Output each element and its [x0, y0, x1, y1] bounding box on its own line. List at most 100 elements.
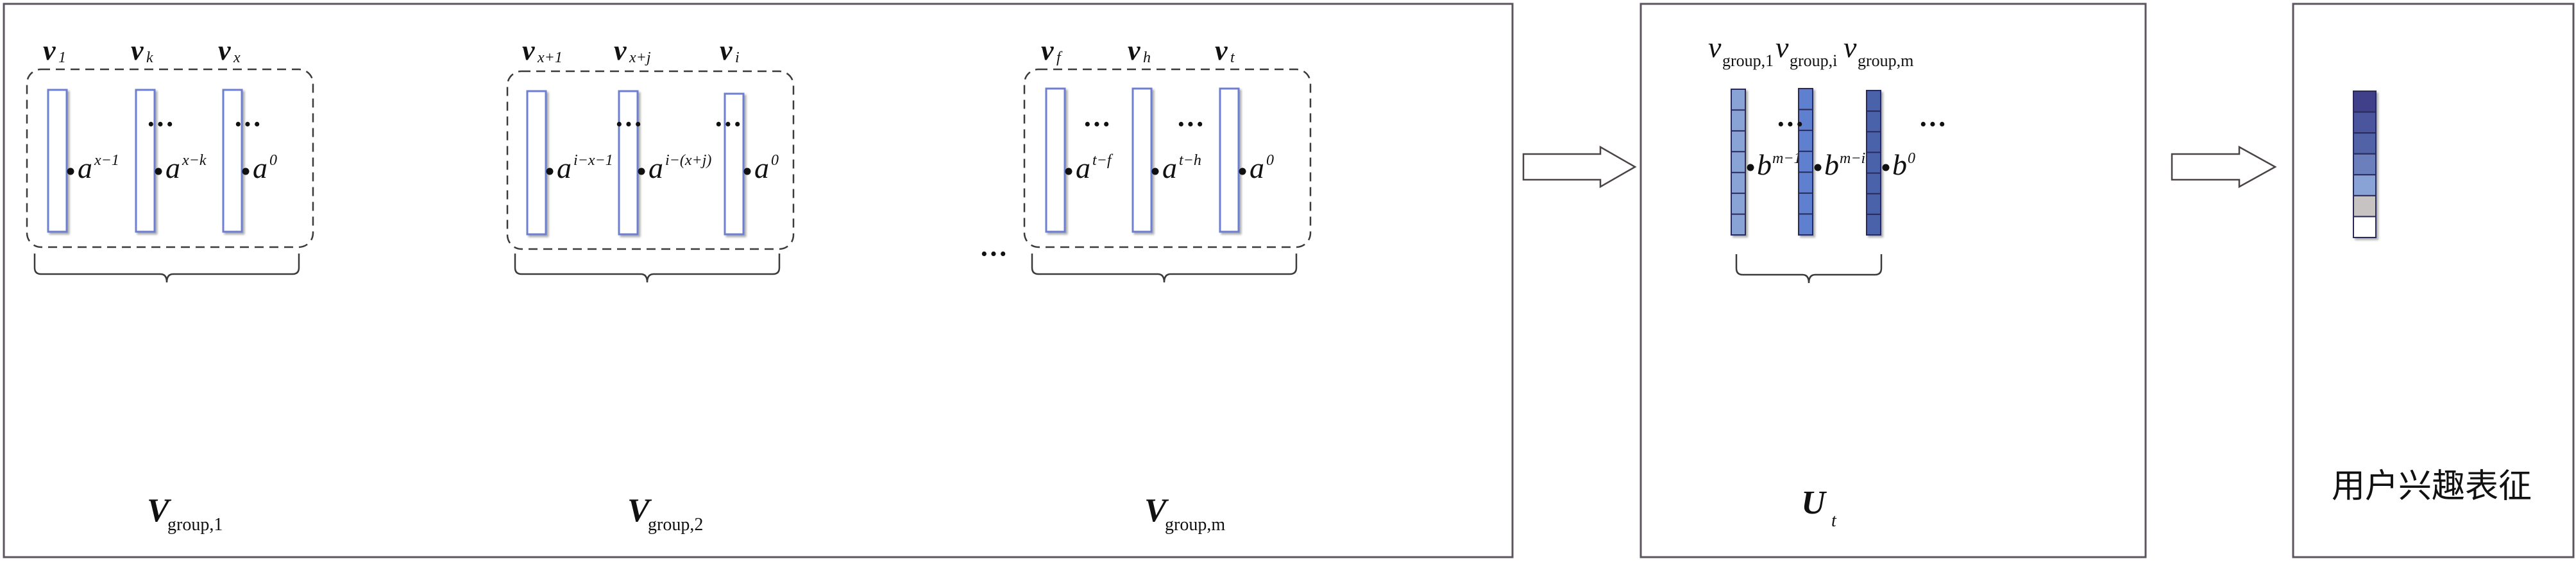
interest-cell [2353, 111, 2377, 134]
bullet-dot-icon [1814, 164, 1822, 171]
item-subscript: h [1143, 49, 1151, 66]
item-label: v [1215, 35, 1228, 66]
weight-exponent: t−h [1179, 152, 1201, 169]
ellipsis: ··· [614, 108, 643, 140]
ellipsis: ··· [233, 108, 262, 140]
bullet-dot-icon [1065, 168, 1072, 175]
weight-base: a [754, 151, 769, 184]
group-container [26, 68, 314, 248]
group-subscript: group,m [1165, 515, 1225, 535]
item-label: v [131, 35, 144, 66]
weight-base: a [1250, 151, 1264, 184]
item-subscript: x+j [629, 49, 651, 66]
user-interest-vector [2353, 91, 2377, 238]
weight-base: b [1757, 148, 1772, 181]
caption-user-interest: 用户兴趣表征 [2332, 467, 2532, 506]
vector-bar [1866, 90, 1881, 236]
item-vector [47, 89, 68, 233]
group-name: V [627, 492, 652, 529]
ellipsis: ··· [1083, 108, 1111, 140]
vector-label: v [1775, 31, 1789, 64]
bullet-dot-icon [638, 168, 645, 175]
bullet-dot-icon [155, 168, 162, 175]
vector-subscript: group,i [1790, 51, 1837, 70]
group-container [1023, 68, 1312, 248]
item-label: v [1128, 35, 1140, 66]
weight-base: a [253, 151, 267, 184]
bullet-dot-icon [546, 168, 554, 175]
weight-exponent: x−1 [94, 152, 119, 169]
item-label: v [720, 35, 733, 66]
item-label: v [614, 35, 627, 66]
interest-cell [2353, 91, 2377, 113]
interest-cell [2353, 153, 2377, 176]
ellipsis: ··· [1919, 108, 1947, 140]
curly-brace-icon [33, 254, 300, 283]
vector-bar [1731, 89, 1746, 236]
bullet-dot-icon [1747, 164, 1754, 171]
group-name: V [147, 492, 172, 529]
weight-exponent: 0 [771, 152, 779, 169]
weight-exponent: m−i [1840, 150, 1865, 167]
interest-cell [2353, 132, 2377, 155]
item-label: v [1041, 35, 1054, 66]
item-vector [526, 90, 547, 236]
bullet-dot-icon [1239, 168, 1246, 175]
item-vector [618, 90, 639, 236]
item-subscript: i [735, 49, 740, 66]
vector-label: v [1843, 31, 1857, 64]
ellipsis: ··· [1776, 108, 1804, 140]
weight-exponent: 0 [1266, 152, 1274, 169]
ellipsis: ··· [714, 108, 742, 140]
item-vector [1131, 87, 1153, 233]
group-subscript: group,2 [648, 515, 703, 535]
item-vector [1219, 87, 1240, 233]
weight-base: a [648, 151, 663, 184]
weight-base: a [1162, 151, 1177, 184]
weight-exponent: 0 [1908, 150, 1915, 167]
ellipsis: ··· [1176, 108, 1205, 140]
weight-exponent: i−x−1 [573, 152, 613, 169]
curly-brace-icon [514, 254, 781, 283]
bullet-dot-icon [1151, 168, 1159, 175]
weight-base: a [557, 151, 572, 184]
interest-cell [2353, 194, 2377, 218]
vector-bar [1798, 88, 1813, 236]
item-vector [724, 92, 745, 236]
weight-exponent: m−1 [1772, 150, 1802, 167]
bullet-dot-icon [1882, 164, 1890, 171]
weight-base: b [1892, 148, 1907, 181]
item-subscript: k [146, 49, 153, 66]
item-subscript: x [233, 49, 241, 66]
result-name: U [1801, 485, 1827, 521]
user-interest-panel [2292, 3, 2575, 558]
item-label: v [43, 35, 56, 66]
item-label: v [522, 35, 535, 66]
curly-brace-icon [1031, 254, 1298, 283]
ellipsis: ··· [146, 108, 174, 140]
vector-subscript: group,1 [1722, 51, 1774, 70]
item-vector [1045, 87, 1066, 233]
bullet-dot-icon [67, 168, 74, 175]
interest-cell [2353, 174, 2377, 196]
item-subscript: f [1056, 49, 1063, 66]
weight-exponent: x−k [182, 152, 207, 169]
group-subscript: group,1 [167, 515, 223, 535]
time-decay-panel [3, 3, 1514, 558]
weight-base: b [1824, 148, 1839, 181]
ellipsis: ··· [979, 238, 1008, 270]
interest-cell [2353, 216, 2377, 238]
weight-base: a [78, 151, 92, 184]
item-vector [135, 89, 156, 233]
weight-base: a [1076, 151, 1090, 184]
result-subscript: t [1831, 511, 1837, 531]
item-subscript: 1 [58, 49, 66, 66]
arrow-right-icon [2171, 145, 2277, 189]
